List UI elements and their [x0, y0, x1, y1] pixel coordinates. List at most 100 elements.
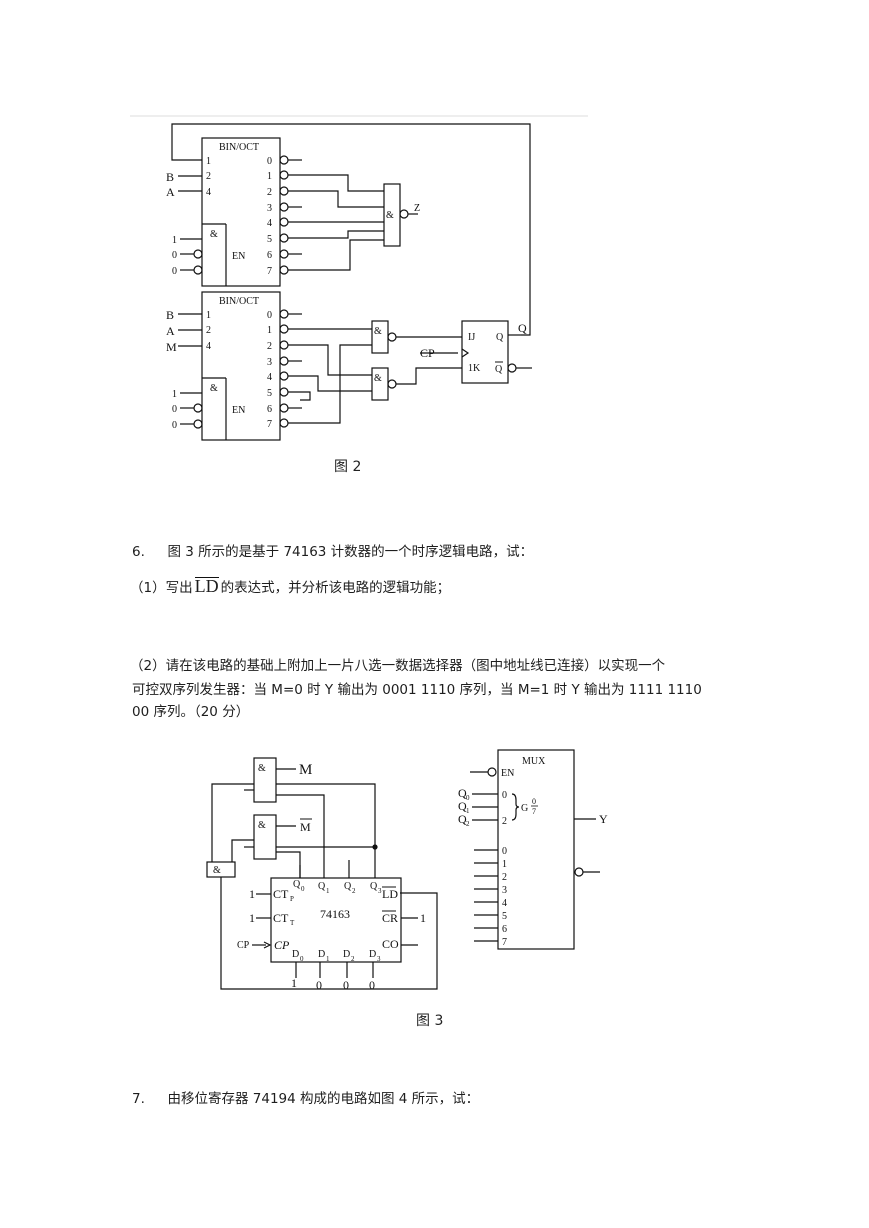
decoder-bottom-and: & — [210, 383, 218, 394]
counter-d0-val: 1 — [291, 976, 297, 990]
mux-addr-q0-sub: 0 — [466, 794, 470, 802]
mux-g-label: G — [521, 803, 528, 814]
figure-3-caption: 图 3 — [416, 1013, 444, 1029]
mux-title: MUX — [522, 756, 546, 767]
mux-addr-q1-sub: 1 — [466, 807, 470, 815]
decoder-bottom-out-5: 5 — [267, 388, 272, 399]
counter-d0-sub: 0 — [300, 955, 304, 963]
figure-3-circuit: & M & M & 74163 Q 0 Q 1 Q 2 Q 3 CT P CT … — [206, 749, 608, 992]
decoder-bottom-out-3: 3 — [267, 357, 272, 368]
decoder-top-in-2: 2 — [206, 171, 211, 182]
decoder-top-signal-b: B — [166, 170, 174, 184]
counter-d1: D — [318, 949, 325, 960]
figure-2-circuit: BIN/OCT 1 2 4 B A & EN 1 0 0 0 1 2 3 4 5… — [130, 115, 588, 441]
decoder-bottom-in-1: 1 — [206, 310, 211, 321]
decoder-top-title: BIN/OCT — [219, 142, 259, 153]
decoder-top-out-1: 1 — [267, 171, 272, 182]
decoder-bottom-in-4: 4 — [206, 341, 211, 352]
mux-g-den: 7 — [532, 807, 536, 816]
decoder-bottom-out-6: 6 — [267, 404, 272, 415]
mux-data-2: 2 — [502, 872, 507, 883]
gate-k-symbol: & — [374, 373, 382, 384]
decoder-top-en-val-2: 0 — [172, 266, 177, 277]
counter-cp-input: CP — [237, 940, 250, 951]
decoder-top-and: & — [210, 229, 218, 240]
q7-statement: 7. 由移位寄存器 74194 构成的电路如图 4 所示，试： — [132, 1087, 479, 1107]
q7-text: 由移位寄存器 74194 构成的电路如图 4 所示，试： — [167, 1091, 480, 1107]
decoder-top-in-4: 4 — [206, 187, 211, 198]
counter-ctt: CT — [273, 911, 289, 925]
decoder-bottom-en-val-1: 0 — [172, 404, 177, 415]
counter-d1-sub: 1 — [326, 955, 330, 963]
counter-d2-sub: 2 — [351, 955, 355, 963]
counter-co: CO — [382, 937, 399, 951]
counter-ctp-val: 1 — [249, 887, 255, 901]
decoder-top-en-val-0: 1 — [172, 235, 177, 246]
decoder-top-out-5: 5 — [267, 234, 272, 245]
counter-cr: CR — [382, 911, 398, 925]
decoder-top-out-2: 2 — [267, 187, 272, 198]
mux-g-num: 0 — [532, 797, 536, 806]
decoder-bottom-out-7: 7 — [267, 419, 272, 430]
counter-q2: Q — [344, 881, 352, 892]
counter-q1-sub: 1 — [326, 887, 330, 895]
decoder-bottom-out-2: 2 — [267, 341, 272, 352]
counter-q0-sub: 0 — [301, 885, 305, 893]
mux-data-6: 6 — [502, 924, 507, 935]
decoder-bottom-in-2: 2 — [206, 325, 211, 336]
gate-z-symbol: & — [386, 210, 394, 221]
jk-j-label: IJ — [468, 332, 475, 343]
mux-data-4: 4 — [502, 898, 507, 909]
fig3-gate-mid-input: M — [300, 820, 311, 834]
fig3-gate-left-symbol: & — [213, 865, 221, 876]
jk-qbar-label: Q — [495, 364, 503, 375]
decoder-bottom-signal-m: M — [166, 340, 177, 354]
counter-d2: D — [343, 949, 350, 960]
decoder-top-out-4: 4 — [267, 218, 272, 229]
mux-data-5: 5 — [502, 911, 507, 922]
q6-part2-line1: （2）请在该电路的基础上附加上一片八选一数据选择器（图中地址线已连接）以实现一个 — [130, 658, 666, 674]
mux-data-3: 3 — [502, 885, 507, 896]
decoder-bottom-signal-b: B — [166, 308, 174, 322]
decoder-top-en: EN — [232, 251, 245, 262]
mux-addr-pin-0: 0 — [502, 790, 507, 801]
counter-name: 74163 — [320, 907, 350, 921]
counter-d2-val: 0 — [343, 978, 349, 992]
counter-ld: LD — [382, 887, 398, 901]
q6-part1-suffix: 的表达式，并分析该电路的逻辑功能； — [220, 580, 451, 596]
counter-d3-val: 0 — [369, 978, 375, 992]
decoder-top-out-7: 7 — [267, 266, 272, 277]
counter-d3: D — [369, 949, 376, 960]
counter-q1: Q — [318, 881, 326, 892]
jk-q-label: Q — [496, 332, 504, 343]
q6-statement: 6. 图 3 所示的是基于 74163 计数器的一个时序逻辑电路，试： — [132, 540, 533, 560]
mux-addr-q1: Q — [458, 799, 467, 813]
decoder-top-out-3: 3 — [267, 203, 272, 214]
q6-part1-ld: LD — [194, 576, 219, 596]
mux-data-0: 0 — [502, 846, 507, 857]
counter-ctt-sub: T — [290, 919, 295, 927]
counter-d1-val: 0 — [316, 978, 322, 992]
q7-number: 7. — [132, 1091, 145, 1107]
decoder-bottom-out-0: 0 — [267, 310, 272, 321]
counter-cp: CP — [274, 938, 290, 952]
decoder-bottom-signal-a: A — [166, 324, 175, 338]
counter-q3-sub: 3 — [378, 887, 382, 895]
decoder-bottom-en-val-2: 0 — [172, 420, 177, 431]
decoder-bottom-out-4: 4 — [267, 372, 272, 383]
counter-d0: D — [292, 949, 299, 960]
decoder-top-in-1: 1 — [206, 156, 211, 167]
q6-text: 图 3 所示的是基于 74163 计数器的一个时序逻辑电路，试： — [167, 544, 534, 560]
mux-output-y: Y — [599, 812, 608, 826]
counter-ctt-val: 1 — [249, 911, 255, 925]
counter-cr-val: 1 — [420, 911, 426, 925]
jk-k-label: 1K — [468, 363, 481, 374]
fig3-gate-top-input: M — [299, 762, 312, 778]
mux-addr-q0: Q — [458, 786, 467, 800]
figure-2-caption: 图 2 — [334, 459, 362, 475]
decoder-bottom-en: EN — [232, 405, 245, 416]
decoder-top-out-6: 6 — [267, 250, 272, 261]
jk-clock-label: CP — [420, 346, 435, 360]
decoder-top-out-0: 0 — [267, 156, 272, 167]
